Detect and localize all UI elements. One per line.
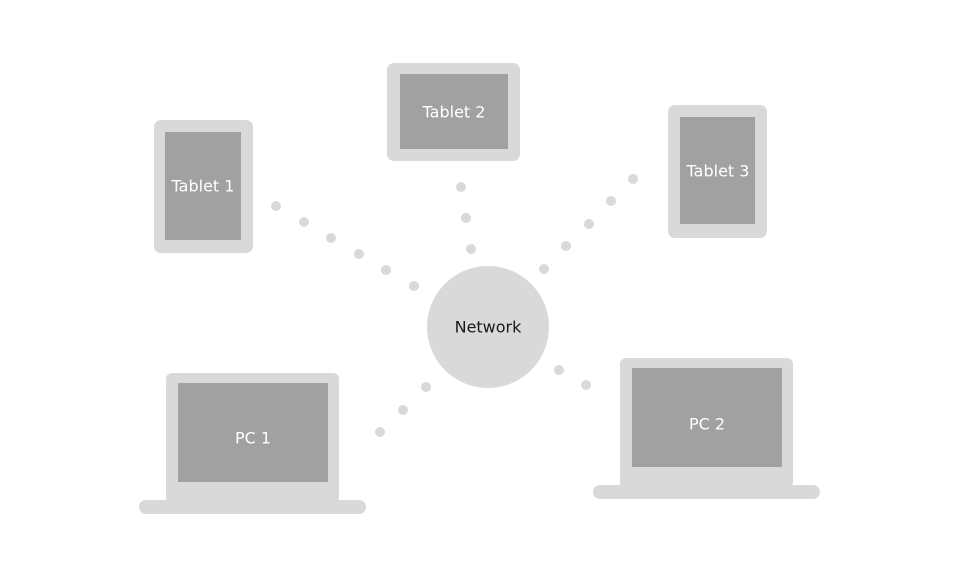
connector-tablet-1: [271, 201, 419, 291]
connector-dot: [326, 233, 336, 243]
connector-dot: [271, 201, 281, 211]
connector-dot: [628, 174, 638, 184]
connector-pc-2: [554, 365, 591, 390]
tablet-3-label: Tablet 3: [686, 162, 750, 181]
pc-2-label: PC 2: [689, 415, 725, 434]
tablet-1-screen: [165, 132, 241, 240]
pc-1-screen: [178, 383, 328, 482]
connector-dot: [606, 196, 616, 206]
tablet-3: Tablet 3: [668, 105, 767, 238]
connector-tablet-2: [456, 182, 476, 254]
pc-2: PC 2: [593, 358, 820, 499]
connector-dot: [466, 244, 476, 254]
connector-dot: [409, 281, 419, 291]
connector-dot: [584, 219, 594, 229]
tablet-2-label: Tablet 2: [422, 103, 486, 122]
tablet-1-label: Tablet 1: [171, 177, 235, 196]
connector-pc-1: [375, 382, 431, 437]
connector-dot: [398, 405, 408, 415]
tablet-2: Tablet 2: [387, 63, 520, 161]
network-hub-circle: [427, 266, 549, 388]
network-hub: Network: [427, 266, 549, 388]
connector-tablet-3: [539, 174, 638, 274]
connector-dot: [539, 264, 549, 274]
connector-dot: [581, 380, 591, 390]
connector-dot: [354, 249, 364, 259]
tablet-3-screen: [680, 117, 755, 224]
connector-dot: [461, 213, 471, 223]
connector-dot: [421, 382, 431, 392]
connector-dot: [381, 265, 391, 275]
connector-dot: [299, 217, 309, 227]
tablet-2-screen: [400, 74, 508, 149]
pc-1-base: [139, 500, 366, 514]
network-hub-label: Network: [455, 318, 523, 337]
connector-dot: [375, 427, 385, 437]
connector-dot: [456, 182, 466, 192]
connector-dot: [554, 365, 564, 375]
connector-dot: [561, 241, 571, 251]
pc-2-screen: [632, 368, 782, 467]
pc-2-base: [593, 485, 820, 499]
tablet-1: Tablet 1: [154, 120, 253, 253]
pc-1: PC 1: [139, 373, 366, 514]
pc-1-label: PC 1: [235, 429, 271, 448]
